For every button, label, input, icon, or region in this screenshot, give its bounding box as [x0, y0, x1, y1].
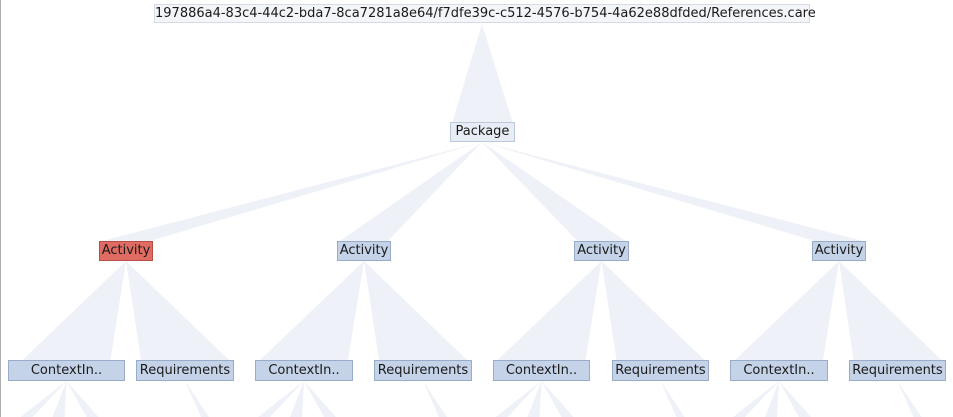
tree-edge	[482, 142, 626, 241]
tree-node-activity-3[interactable]: Activity	[574, 241, 629, 261]
tree-node-contextin-2[interactable]: ContextIn..	[255, 360, 353, 381]
tree-edge	[258, 381, 304, 417]
tree-edge	[20, 381, 67, 417]
tree-edge	[733, 381, 779, 417]
tree-edge	[495, 381, 542, 417]
tree-edge	[541, 381, 574, 417]
tree-edge	[22, 261, 126, 360]
tree-edge	[290, 381, 304, 417]
tree-edge	[601, 261, 705, 360]
tree-node-requirements-1[interactable]: Requirements	[136, 360, 234, 381]
tree-edge	[527, 381, 542, 417]
tree-edge	[735, 261, 839, 360]
tree-edge	[660, 381, 685, 417]
tree-edge	[897, 381, 922, 417]
tree-node-activity-1[interactable]: Activity	[99, 241, 153, 261]
tree-edge	[340, 142, 482, 241]
tree-edge	[364, 261, 467, 360]
left-border	[0, 0, 1, 417]
tree-edge	[126, 261, 229, 360]
tree-edge	[482, 142, 863, 241]
tree-node-activity-4[interactable]: Activity	[812, 241, 866, 261]
tree-edge	[765, 381, 779, 417]
tree-edge	[839, 261, 942, 360]
tree-edge	[304, 381, 336, 417]
tree-edge	[260, 261, 364, 360]
tree-node-contextin-3[interactable]: ContextIn..	[493, 360, 590, 381]
tree-node-contextin-4[interactable]: ContextIn..	[730, 360, 828, 381]
tree-edge	[52, 381, 67, 417]
tree-node-activity-2[interactable]: Activity	[337, 241, 391, 261]
tree-node-contextin-1[interactable]: ContextIn..	[8, 360, 125, 381]
tree-node-package[interactable]: Package	[450, 122, 515, 142]
tree-node-requirements-4[interactable]: Requirements	[849, 360, 946, 381]
tree-node-requirements-2[interactable]: Requirements	[374, 360, 472, 381]
tree-node-root[interactable]: 197886a4-83c4-44c2-bda7-8ca7281a8e64/f7d…	[154, 4, 816, 23]
tree-edge	[497, 261, 602, 360]
tree-edge	[185, 381, 209, 417]
tree-edge	[423, 381, 447, 417]
tree-edge	[66, 381, 99, 417]
tree-edge	[779, 381, 811, 417]
tree-edge	[102, 142, 482, 241]
tree-node-requirements-3[interactable]: Requirements	[612, 360, 709, 381]
tree-edge	[452, 24, 513, 122]
